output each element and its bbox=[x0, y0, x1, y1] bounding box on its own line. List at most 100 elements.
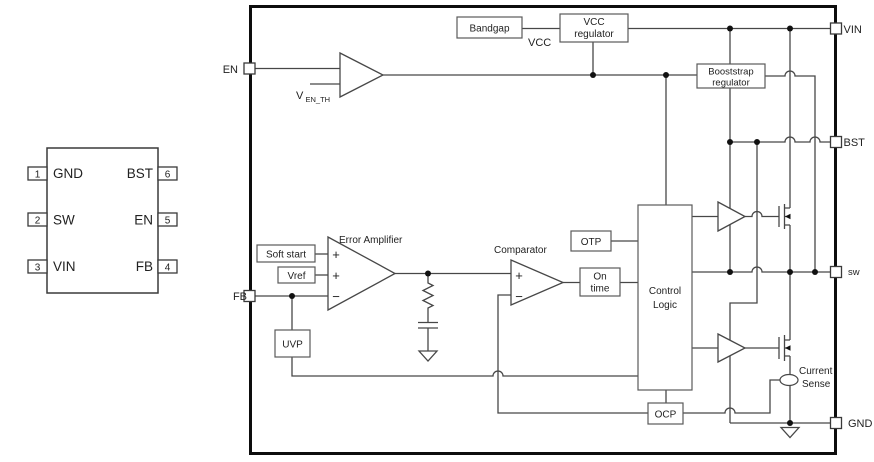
wires bbox=[255, 27, 831, 424]
junction-dot bbox=[663, 72, 669, 78]
junction-dot bbox=[727, 139, 733, 145]
pin-stub-3 bbox=[27, 259, 48, 274]
junction-dot bbox=[787, 25, 793, 32]
sw-pin-label: sw bbox=[848, 267, 860, 278]
junction-dot bbox=[812, 269, 818, 275]
block-diagram: Bandgap VCC regulator Booststrap regulat… bbox=[223, 5, 873, 455]
boundary-pins: EN FB VIN BST sw GND bbox=[223, 22, 873, 430]
comparator-triangle bbox=[510, 259, 565, 306]
pin-stub-1 bbox=[27, 166, 48, 181]
pin-number: 3 bbox=[35, 263, 41, 274]
package-pinout: 1 2 3 6 5 4 GND SW VIN BST EN FB bbox=[27, 147, 178, 294]
vin-pin-square bbox=[829, 22, 843, 35]
ocp-block bbox=[647, 402, 684, 425]
control-logic-label-2: Logic bbox=[653, 300, 677, 311]
pin-name-gnd: GND bbox=[53, 166, 83, 181]
bst-pin-square bbox=[829, 135, 843, 149]
soft-start-label: Soft start bbox=[266, 250, 306, 261]
error-amplifier-label: Error Amplifier bbox=[339, 235, 403, 246]
bootstrap-regulator-block bbox=[696, 63, 766, 89]
bootstrap-regulator-label-2: regulator bbox=[712, 78, 750, 89]
pin-number: 6 bbox=[165, 170, 171, 181]
bst-pin-label: BST bbox=[844, 137, 866, 149]
on-time-block bbox=[579, 267, 621, 297]
uvp-block bbox=[274, 329, 311, 358]
mosfet-body-arrow bbox=[785, 345, 791, 351]
gnd-pin-square bbox=[829, 416, 843, 430]
wire-uvp-to-control-logic bbox=[291, 357, 638, 377]
comparator-label: Comparator bbox=[494, 245, 547, 256]
current-sense-label-2: Sense bbox=[802, 379, 831, 390]
fb-pin-square bbox=[243, 289, 256, 303]
sw-pin-square bbox=[829, 265, 843, 279]
uvp-label: UVP bbox=[282, 340, 303, 351]
pin-name-bst: BST bbox=[127, 166, 153, 181]
pin-number: 1 bbox=[35, 170, 41, 181]
pin-name-vin: VIN bbox=[53, 259, 76, 274]
soft-start-block bbox=[256, 244, 316, 263]
wire-bst-to-lowside-driver-rail bbox=[729, 142, 758, 423]
vin-pin-label: VIN bbox=[844, 24, 862, 36]
wire-sw-line bbox=[692, 266, 831, 273]
ocp-label: OCP bbox=[655, 410, 677, 421]
low-side-driver-triangle bbox=[717, 332, 747, 364]
fb-pin-label: FB bbox=[233, 291, 247, 303]
current-sense-label-1: Current bbox=[799, 366, 833, 377]
en-pin-square bbox=[243, 62, 256, 75]
vcc-net-label: VCC bbox=[528, 37, 551, 49]
comp-plus-sign: + bbox=[515, 268, 523, 283]
ea-minus-sign: − bbox=[332, 289, 340, 304]
en-pin-label: EN bbox=[223, 64, 238, 76]
junction-dot bbox=[787, 420, 793, 426]
pin-number: 5 bbox=[165, 216, 171, 227]
comp-minus-sign: − bbox=[515, 289, 523, 304]
pin-number: 4 bbox=[165, 263, 171, 274]
en-threshold-label: V bbox=[296, 90, 304, 102]
vref-block bbox=[277, 266, 316, 284]
junction-dot bbox=[289, 293, 295, 299]
junction-dot bbox=[727, 25, 733, 32]
vcc-regulator-block bbox=[559, 13, 629, 43]
wire-ocp-to-current-sense bbox=[683, 379, 781, 414]
en-comparator-triangle bbox=[339, 51, 385, 99]
current-sense-icon bbox=[779, 373, 799, 387]
wire-bst-line bbox=[730, 136, 831, 143]
ground-symbol-gnd-pin bbox=[779, 426, 801, 439]
control-logic-block bbox=[637, 204, 693, 391]
pin-name-sw: SW bbox=[53, 213, 75, 228]
pin-number: 2 bbox=[35, 216, 41, 227]
pin-stub-4 bbox=[157, 259, 178, 274]
function-blocks: Bandgap VCC regulator Booststrap regulat… bbox=[256, 13, 766, 425]
en-threshold-subscript: EN_TH bbox=[306, 95, 331, 104]
gnd-pin-label: GND bbox=[848, 418, 873, 430]
ea-plus-sign-2: + bbox=[332, 268, 340, 283]
pin-name-fb: FB bbox=[136, 259, 153, 274]
bandgap-label: Bandgap bbox=[469, 24, 509, 35]
wire-bootstrap-right-to-sw bbox=[765, 70, 816, 272]
wire-comparator-minus-to-ocp bbox=[497, 294, 648, 414]
junction-dot bbox=[425, 270, 431, 277]
wire-high-driver-to-gate bbox=[745, 210, 779, 218]
bootstrap-regulator-label-1: Booststrap bbox=[708, 67, 753, 78]
mosfet-body-arrow bbox=[785, 213, 791, 220]
ground-symbol-compensation bbox=[417, 350, 439, 362]
junction-dot bbox=[787, 269, 793, 275]
high-side-driver-triangle bbox=[717, 200, 747, 233]
otp-label: OTP bbox=[581, 237, 602, 248]
high-side-mosfet-icon bbox=[778, 204, 791, 229]
vcc-regulator-label-2: regulator bbox=[574, 29, 614, 40]
pin-stub-5 bbox=[157, 212, 178, 227]
vcc-regulator-label-1: VCC bbox=[583, 17, 604, 28]
control-logic-label-1: Control bbox=[649, 286, 681, 297]
on-time-label-1: On bbox=[593, 272, 606, 283]
junction-dot bbox=[590, 72, 596, 78]
pin-stub-2 bbox=[27, 212, 48, 227]
junction-dot bbox=[727, 269, 733, 275]
on-time-label-2: time bbox=[591, 284, 610, 295]
vref-label: Vref bbox=[288, 271, 306, 282]
low-side-mosfet-icon bbox=[778, 335, 791, 361]
chip-boundary bbox=[249, 5, 837, 455]
bandgap-block bbox=[456, 16, 523, 39]
